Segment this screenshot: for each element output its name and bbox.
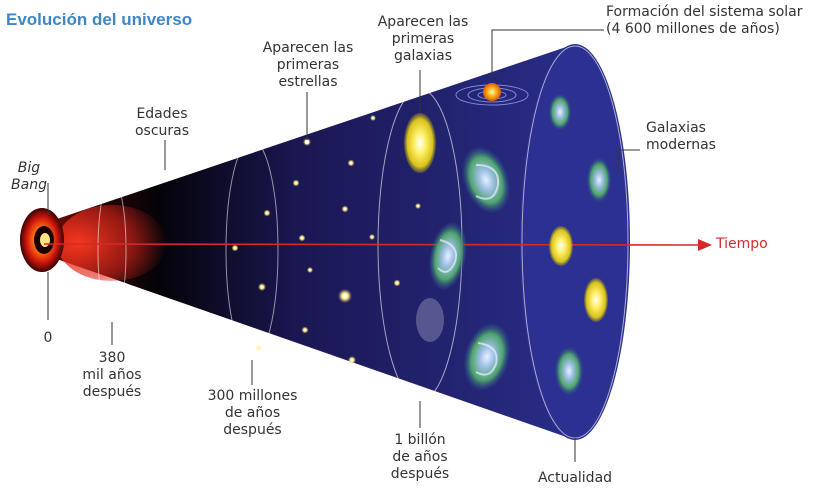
galaxy-icon [584,278,608,322]
star-icon [258,283,266,291]
time-cone [48,44,600,440]
t300m-label: 300 millones de años después [207,388,298,438]
galaxias-modernas-label: Galaxias modernas [646,120,716,153]
tiempo-label: Tiempo [716,236,768,252]
time-arrow-head [698,239,712,251]
t1b-label: 1 billón de años después [390,432,450,482]
galaxy-icon [429,222,467,290]
star-icon [263,209,271,217]
star-icon [370,115,376,121]
primeras-estrellas-label: Aparecen las primeras estrellas [262,40,354,90]
galaxy-icon [555,347,583,395]
star-icon [292,179,300,187]
star-icon [231,244,239,252]
star-icon [301,326,309,334]
galaxy-icon [463,323,511,391]
page-title: Evolución del universo [6,10,193,29]
present-era-ellipse [520,44,630,440]
star-icon [393,279,401,287]
galaxy-icon [462,147,510,213]
star-icon [338,289,352,303]
galaxy-icon [404,113,436,173]
star-icon [415,203,421,209]
primeras-galaxias-label: Aparecen las primeras galaxias [377,14,469,64]
edades-oscuras-label: Edades oscuras [134,106,190,139]
leader-lines [47,29,640,462]
big-bang-icon [20,208,64,272]
solar-system-icon [455,83,529,106]
star-icon [307,267,313,273]
t0-label: 0 [43,330,53,346]
sistema-solar-label: Formación del sistema solar (4 600 millo… [606,4,803,37]
big-bang-label: Big Bang [11,160,47,193]
star-icon [341,205,349,213]
galaxy-icon [416,298,444,342]
actualidad-label: Actualidad [537,470,613,486]
star-icon [347,159,355,167]
stars-group [231,115,421,364]
t380-label: 380 mil años después [82,350,142,400]
star-icon [369,234,375,240]
star-icon [256,345,262,351]
galaxy-icon [549,226,573,266]
galaxy-icon [587,158,611,202]
galaxies-group [404,113,511,391]
time-arrow-line [43,243,701,246]
galaxy-icon [549,94,571,130]
star-icon [348,356,356,364]
star-icon [298,234,306,242]
modern-galaxies-group [549,94,611,395]
